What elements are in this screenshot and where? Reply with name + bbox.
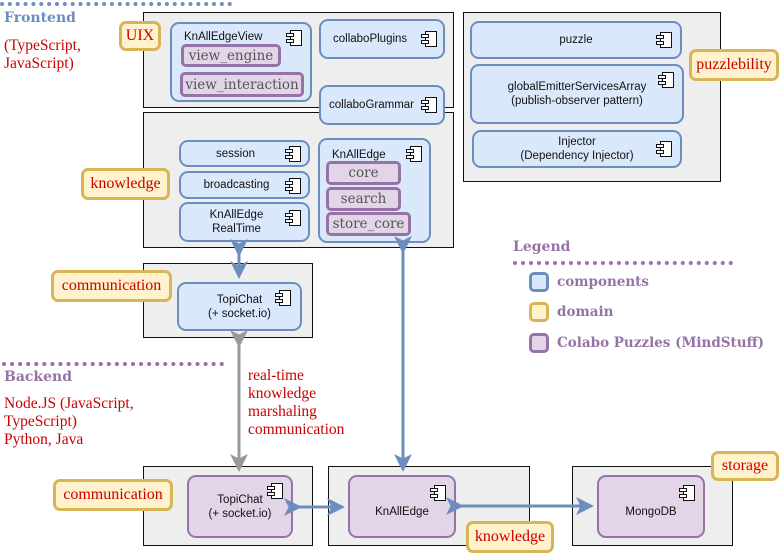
component-icon [421, 97, 437, 113]
collabo-plugins-label: collaboPlugins [333, 33, 408, 45]
legend-label-domain: domain [557, 304, 614, 320]
realtime-label-2: knowledge [248, 385, 317, 402]
component-icon [406, 146, 422, 162]
knalledge-realtime-component[interactable]: KnAllEdge RealTime [179, 202, 310, 242]
injector-component[interactable]: Injector (Dependency Injector) [472, 130, 682, 168]
collabo-plugins-component[interactable]: collaboPlugins [319, 19, 445, 59]
backend-divider [2, 362, 224, 366]
injector-label-2: (Dependency Injector) [520, 150, 634, 162]
session-component[interactable]: session [179, 140, 310, 167]
topichat-front-label-1: TopiChat [216, 293, 263, 306]
component-icon [679, 485, 695, 501]
view-engine-puzzle[interactable]: view_engine [181, 44, 281, 67]
legend-label-components: components [557, 274, 650, 290]
legend-label-puzzles: Colabo Puzzles (MindStuff) [557, 335, 765, 351]
topichat-front-label-2: (+ socket.io) [208, 307, 271, 320]
legend-title: Legend [513, 239, 571, 255]
realtime-label-1: real-time [248, 367, 304, 384]
backend-tech-3: Python, Java [4, 431, 84, 448]
global-emitter-label-1: globalEmitterServicesArray [507, 81, 647, 93]
frontend-divider [0, 2, 232, 6]
component-icon [421, 31, 437, 47]
legend-item-domain: domain [529, 302, 613, 322]
legend-swatch-components [529, 272, 549, 292]
injector-label-1: Injector [558, 136, 596, 148]
backend-tech-1: Node.JS (JavaScript, [4, 395, 134, 412]
legend-divider [513, 261, 733, 265]
frontend-title: Frontend [4, 10, 76, 26]
backend-title: Backend [4, 369, 73, 385]
topichat-back-component[interactable]: TopiChat (+ socket.io) [187, 475, 293, 538]
realtime-label-4: communication [248, 421, 345, 438]
domain-puzzlebility: puzzlebility [689, 49, 779, 81]
broadcasting-label: broadcasting [203, 179, 270, 191]
topichat-back-label-1: TopiChat [217, 493, 263, 506]
frontend-tech-2: JavaScript) [4, 55, 74, 72]
puzzle-label: puzzle [559, 34, 593, 46]
component-icon [267, 483, 283, 499]
domain-communication-front: communication [51, 270, 172, 302]
domain-knowledge-front: knowledge [81, 168, 170, 200]
frontend-tech-1: (TypeScript, [4, 37, 81, 54]
core-puzzle[interactable]: core [326, 161, 401, 185]
global-emitter-component[interactable]: globalEmitterServicesArray (publish-obse… [470, 64, 684, 124]
collabo-grammar-component[interactable]: collaboGrammar [319, 85, 445, 125]
puzzle-component[interactable]: puzzle [470, 21, 682, 59]
mongodb-label: MongoDB [625, 505, 677, 518]
component-icon [275, 290, 291, 306]
component-icon [285, 210, 301, 226]
component-icon [656, 32, 672, 48]
component-icon [285, 178, 301, 194]
global-emitter-label-2: (publish-observer pattern) [511, 95, 643, 107]
topichat-back-label-2: (+ socket.io) [208, 507, 272, 520]
knalledge-realtime-label-2: RealTime [212, 223, 261, 235]
mongodb-component[interactable]: MongoDB [597, 475, 705, 538]
legend-swatch-puzzles [529, 333, 549, 353]
realtime-label-3: marshaling [248, 403, 317, 420]
search-puzzle[interactable]: search [326, 187, 401, 211]
backend-tech-2: TypeScript) [4, 413, 77, 430]
knalledge-realtime-label-1: KnAllEdge [209, 209, 264, 221]
knalledge-label: KnAllEdge [332, 149, 386, 161]
component-icon [285, 146, 301, 162]
collabo-grammar-label: collaboGrammar [329, 99, 414, 111]
legend-item-puzzles: Colabo Puzzles (MindStuff) [529, 333, 764, 353]
legend-item-components: components [529, 272, 649, 292]
domain-communication-back: communication [53, 479, 173, 511]
knalledge-back-label: KnAllEdge [375, 505, 429, 518]
component-icon [430, 485, 446, 501]
store-core-puzzle[interactable]: store_core [326, 212, 411, 236]
topichat-front-component[interactable]: TopiChat (+ socket.io) [177, 282, 302, 331]
legend-swatch-domain [529, 302, 549, 322]
knalledge-view-label: KnAllEdgeView [184, 31, 263, 43]
session-label: session [216, 147, 255, 160]
domain-uix: UIX [119, 21, 161, 51]
component-icon [286, 30, 302, 46]
knalledge-back-component[interactable]: KnAllEdge [348, 475, 456, 538]
component-icon [656, 141, 672, 157]
domain-storage: storage [711, 451, 779, 481]
broadcasting-component[interactable]: broadcasting [179, 171, 310, 199]
component-icon [658, 72, 674, 88]
view-interaction-puzzle[interactable]: view_interaction [180, 72, 304, 97]
domain-knowledge-back: knowledge [466, 521, 554, 553]
